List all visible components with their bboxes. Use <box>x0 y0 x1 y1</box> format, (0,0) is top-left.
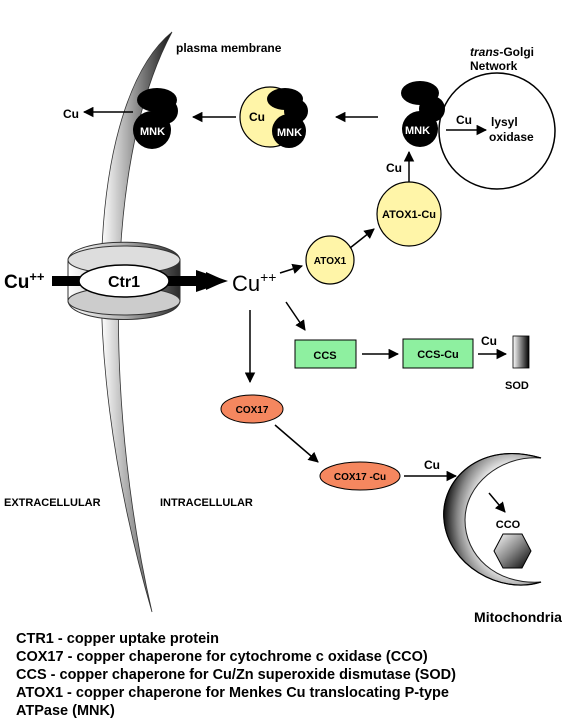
lysyl-label: lysyl <box>491 115 518 129</box>
arrow-atox1-to-atox1cu <box>349 228 375 249</box>
atox1-node <box>305 235 355 285</box>
legend-item-atox1: ATOX1 - copper chaperone for Menkes Cu t… <box>16 685 449 701</box>
tgn-label-line2: Network <box>470 59 518 73</box>
legend-item-ctr1: CTR1 - copper uptake protein <box>16 631 220 647</box>
cox17-cu-label: COX17 -Cu <box>334 472 386 483</box>
cu-label-golgi: Cu <box>456 113 472 127</box>
ctr1-label: Ctr1 <box>108 274 140 291</box>
extracellular-label: EXTRACELLULAR <box>4 497 101 509</box>
cu-label-atox: Cu <box>386 161 402 175</box>
plasma-membrane-shape <box>100 31 173 613</box>
cox17-cu-node <box>319 461 401 491</box>
arrow-cox17-to-cox17cu <box>274 424 319 463</box>
sod-shape <box>512 335 530 369</box>
cco-label: CCO <box>496 519 521 531</box>
cox17-node <box>220 394 284 424</box>
oxidase-label: oxidase <box>489 130 534 144</box>
cox17-label: COX17 <box>236 405 269 416</box>
atox1-label: ATOX1 <box>314 256 347 267</box>
mitochondria-shape <box>443 452 542 586</box>
arrow-to-cco <box>488 492 506 513</box>
cu-intracellular-label: Cu++ <box>232 269 276 296</box>
vesicle-cu-label: Cu <box>249 110 265 124</box>
vesicle-mnk: Cu MNK <box>239 86 308 148</box>
legend-item-atpase: ATPase (MNK) <box>16 703 115 719</box>
ctr1-channel: Ctr1 <box>52 241 202 320</box>
cu-label-out: Cu <box>63 107 79 121</box>
mitochondria-label: Mitochondria <box>474 609 562 625</box>
vesicle-mnk-label: MNK <box>277 127 302 139</box>
cu-label-mito: Cu <box>424 458 440 472</box>
atox1-cu-label: ATOX1-Cu <box>382 209 436 221</box>
tgn-label: trans-Golgi <box>470 45 534 59</box>
legend-item-cox17: COX17 - copper chaperone for cytochrome … <box>16 649 428 665</box>
intracellular-label: INTRACELLULAR <box>160 497 253 509</box>
ccs-cu-label: CCS-Cu <box>417 349 459 361</box>
atox1-cu-node <box>376 181 442 247</box>
cu-label-sod: Cu <box>481 334 497 348</box>
sod-label: SOD <box>505 380 529 392</box>
cco-hexagon <box>493 533 532 569</box>
plasma-membrane-label: plasma membrane <box>176 41 282 55</box>
mnk-golgi-label: MNK <box>405 125 430 137</box>
legend-item-ccs: CCS - copper chaperone for Cu/Zn superox… <box>16 667 456 683</box>
arrow-cu-to-atox1 <box>279 263 304 274</box>
mnk-label: MNK <box>140 126 165 138</box>
arrow-cu-to-ccs <box>285 301 306 331</box>
ccs-node <box>294 339 357 369</box>
cu-extracellular-label: Cu++ <box>4 269 45 293</box>
ccs-cu-node <box>402 338 474 369</box>
mnk-membrane: MNK <box>133 88 178 149</box>
ccs-label: CCS <box>313 350 336 362</box>
mnk-golgi: MNK <box>401 81 445 147</box>
legend: CTR1 - copper uptake protein COX17 - cop… <box>16 630 581 720</box>
golgi-compartment <box>438 72 556 190</box>
